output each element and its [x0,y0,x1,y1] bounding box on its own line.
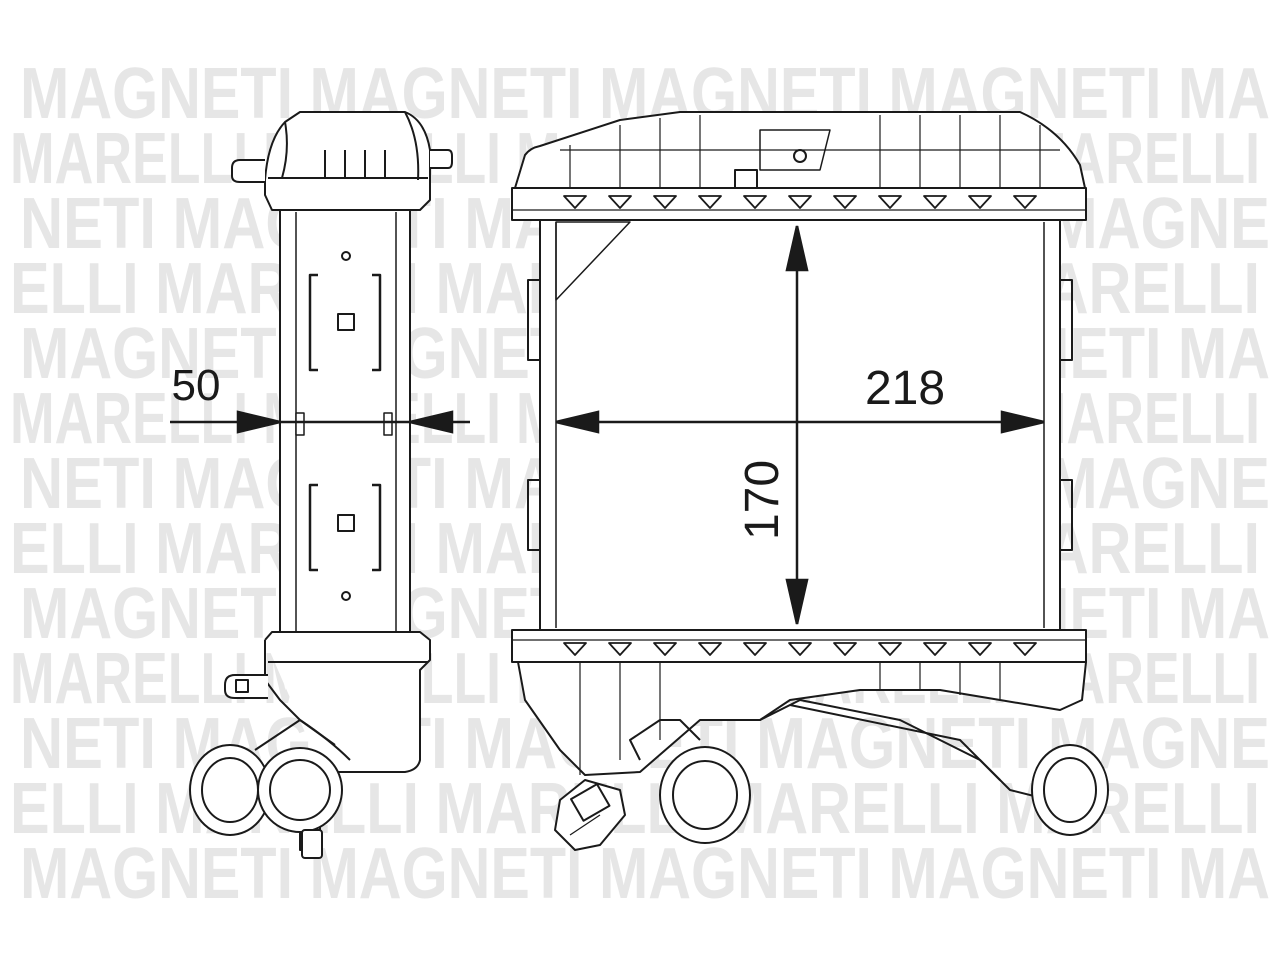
watermark-line: MAGNETI MAGNETI MAGNETI MAGNETI MA [20,834,1270,914]
header-chevron [968,195,992,209]
header-chevron [653,642,677,656]
header-chevron [878,195,902,209]
side-top-nub [231,159,265,183]
header-chevron [563,642,587,656]
header-chevron [1013,642,1037,656]
header-chevron [788,642,812,656]
top-header-chevrons [563,195,1037,209]
height-dimension [785,225,809,625]
depth-label: 50 [172,361,221,410]
header-chevron [563,195,587,209]
front-core [539,219,1061,631]
header-chevron [788,195,812,209]
header-chevron [608,642,632,656]
header-chevron [653,195,677,209]
header-chevron [1013,195,1037,209]
depth-dimension [170,410,470,434]
width-label: 218 [865,362,945,415]
header-chevron [923,642,947,656]
side-top-tank [264,111,431,211]
header-chevron [968,642,992,656]
header-chevron [743,195,767,209]
bottom-header-chevrons [563,642,1037,656]
header-chevron [833,195,857,209]
header-chevron [878,642,902,656]
header-chevron [833,642,857,656]
header-chevron [923,195,947,209]
header-chevron [743,642,767,656]
header-chevron [608,195,632,209]
header-chevron [698,642,722,656]
height-label: 170 [736,460,789,540]
header-chevron [698,195,722,209]
width-dimension [555,410,1045,434]
